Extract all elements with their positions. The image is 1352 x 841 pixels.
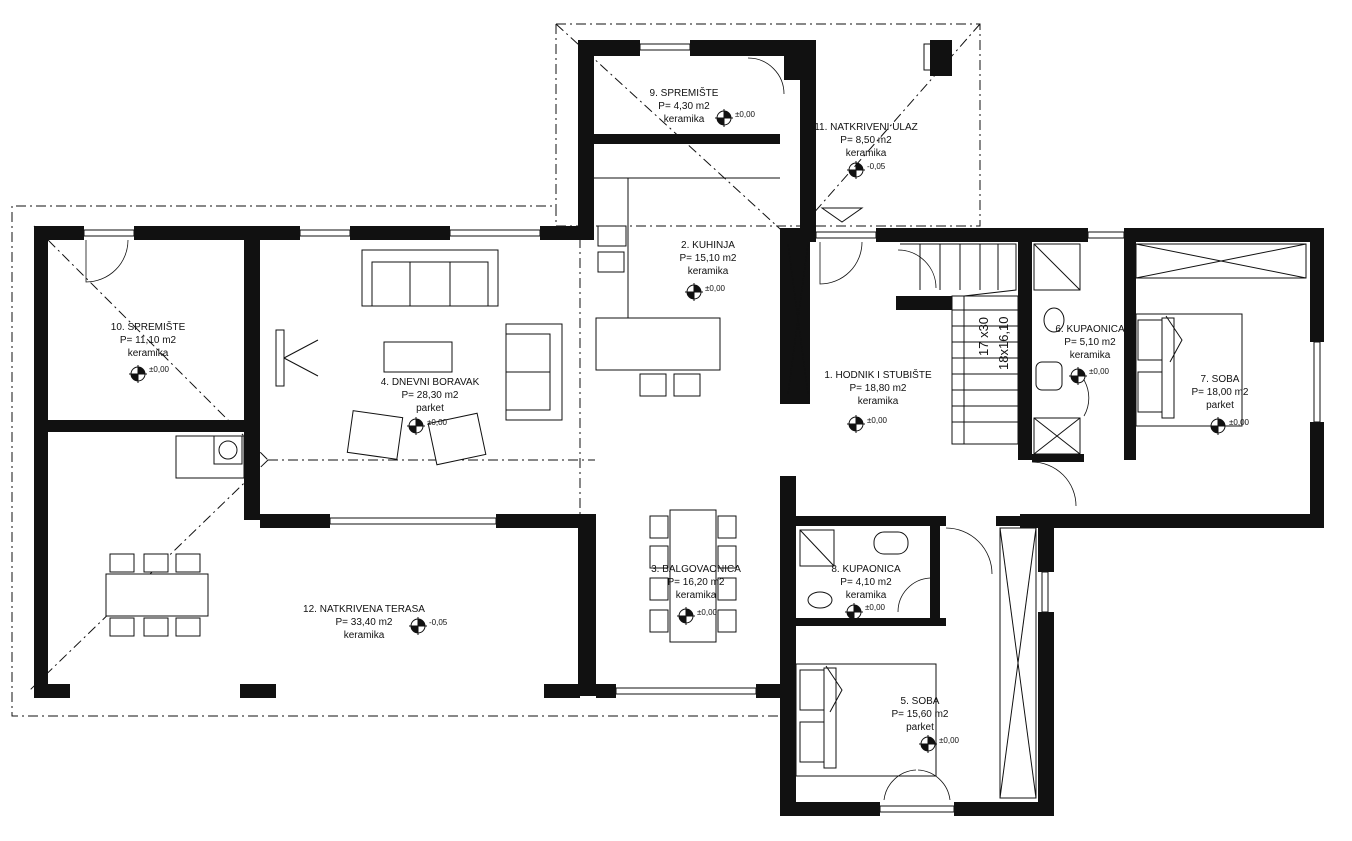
svg-text:P= 18,80 m2: P= 18,80 m2	[850, 383, 907, 394]
room-label-3: 3. BALGOVAONICA P= 16,20 m2 keramika ±0,…	[651, 564, 741, 617]
svg-text:keramika: keramika	[128, 348, 169, 359]
svg-text:±0,00: ±0,00	[427, 418, 448, 427]
doors	[85, 43, 1090, 801]
svg-text:6. KUPAONICA: 6. KUPAONICA	[1055, 324, 1125, 335]
svg-text:P= 15,60 m2: P= 15,60 m2	[892, 709, 949, 720]
svg-text:±0,00: ±0,00	[149, 365, 170, 374]
svg-text:P= 11,10 m2: P= 11,10 m2	[120, 335, 177, 346]
svg-text:±0,00: ±0,00	[867, 416, 888, 425]
svg-text:P= 15,10 m2: P= 15,10 m2	[680, 253, 737, 264]
svg-text:5. SOBA: 5. SOBA	[901, 696, 940, 707]
svg-text:12. NATKRIVENA TERASA: 12. NATKRIVENA TERASA	[303, 604, 425, 615]
svg-text:11. NATKRIVENI ULAZ: 11. NATKRIVENI ULAZ	[814, 122, 918, 133]
svg-text:±0,00: ±0,00	[865, 603, 886, 612]
room-label-1: 1. HODNIK I STUBIŠTE P= 18,80 m2 keramik…	[824, 368, 932, 425]
room-label-4: 4. DNEVNI BORAVAK P= 28,30 m2 parket ±0,…	[381, 377, 480, 427]
room-label-6: 6. KUPAONICA P= 5,10 m2 keramika ±0,00	[1055, 324, 1125, 376]
svg-text:P= 18,00 m2: P= 18,00 m2	[1192, 387, 1249, 398]
svg-text:±0,00: ±0,00	[705, 284, 726, 293]
svg-text:P= 4,10 m2: P= 4,10 m2	[840, 577, 892, 588]
svg-text:±0,00: ±0,00	[735, 110, 756, 119]
room-label-2: 2. KUHINJA P= 15,10 m2 keramika ±0,00	[680, 240, 737, 293]
svg-text:P= 8,50 m2: P= 8,50 m2	[840, 135, 892, 146]
svg-text:3. BALGOVAONICA: 3. BALGOVAONICA	[651, 564, 741, 575]
svg-text:-0,05: -0,05	[429, 618, 448, 627]
room-label-12: 12. NATKRIVENA TERASA P= 33,40 m2 kerami…	[303, 604, 448, 641]
svg-text:1. HODNIK I STUBIŠTE: 1. HODNIK I STUBIŠTE	[824, 368, 932, 381]
svg-text:7. SOBA: 7. SOBA	[1201, 374, 1240, 385]
room-label-7: 7. SOBA P= 18,00 m2 parket ±0,00	[1192, 374, 1250, 427]
svg-text:±0,00: ±0,00	[697, 608, 718, 617]
room-label-5: 5. SOBA P= 15,60 m2 parket ±0,00	[892, 696, 960, 745]
svg-text:P= 4,30 m2: P= 4,30 m2	[658, 101, 710, 112]
svg-text:keramika: keramika	[688, 266, 729, 277]
room-label-8: 8. KUPAONICA P= 4,10 m2 keramika ±0,00	[831, 564, 901, 612]
svg-text:keramika: keramika	[1070, 350, 1111, 361]
svg-text:keramika: keramika	[344, 630, 385, 641]
svg-text:parket: parket	[906, 722, 934, 733]
svg-text:P= 5,10 m2: P= 5,10 m2	[1064, 337, 1116, 348]
svg-text:9. SPREMIŠTE: 9. SPREMIŠTE	[650, 86, 719, 99]
svg-text:-0,05: -0,05	[867, 162, 886, 171]
svg-text:parket: parket	[1206, 400, 1234, 411]
svg-text:2. KUHINJA: 2. KUHINJA	[681, 240, 735, 251]
svg-text:4. DNEVNI BORAVAK: 4. DNEVNI BORAVAK	[381, 377, 480, 388]
wardrobes	[787, 243, 1307, 799]
svg-text:±0,00: ±0,00	[1229, 418, 1250, 427]
level-markers	[129, 109, 1227, 753]
svg-text:P= 16,20 m2: P= 16,20 m2	[668, 577, 725, 588]
windows	[37, 43, 1321, 813]
walls	[34, 40, 1324, 816]
svg-text:keramika: keramika	[676, 590, 717, 601]
staircase: 17 x30 18x16,10	[900, 243, 1019, 445]
svg-text:P= 33,40 m2: P= 33,40 m2	[336, 617, 393, 628]
stair-steps-label: 17 x30	[976, 317, 991, 356]
stair-rise-label: 18x16,10	[996, 317, 1011, 371]
svg-text:parket: parket	[416, 403, 444, 414]
svg-text:±0,00: ±0,00	[1089, 367, 1110, 376]
svg-text:8. KUPAONICA: 8. KUPAONICA	[831, 564, 901, 575]
roof-outline	[11, 23, 981, 717]
svg-text:keramika: keramika	[664, 114, 705, 125]
room-label-10: 10. SPREMIŠTE P= 11,10 m2 keramika ±0,00	[111, 320, 186, 374]
room-label-11: 11. NATKRIVENI ULAZ P= 8,50 m2 keramika …	[814, 122, 918, 171]
svg-text:P= 28,30 m2: P= 28,30 m2	[402, 390, 459, 401]
svg-text:keramika: keramika	[846, 590, 887, 601]
svg-text:keramika: keramika	[846, 148, 887, 159]
svg-text:10. SPREMIŠTE: 10. SPREMIŠTE	[111, 320, 186, 333]
room-label-9: 9. SPREMIŠTE P= 4,30 m2 keramika ±0,00	[650, 86, 756, 125]
furniture	[105, 177, 1243, 777]
svg-text:keramika: keramika	[858, 396, 899, 407]
svg-text:±0,00: ±0,00	[939, 736, 960, 745]
